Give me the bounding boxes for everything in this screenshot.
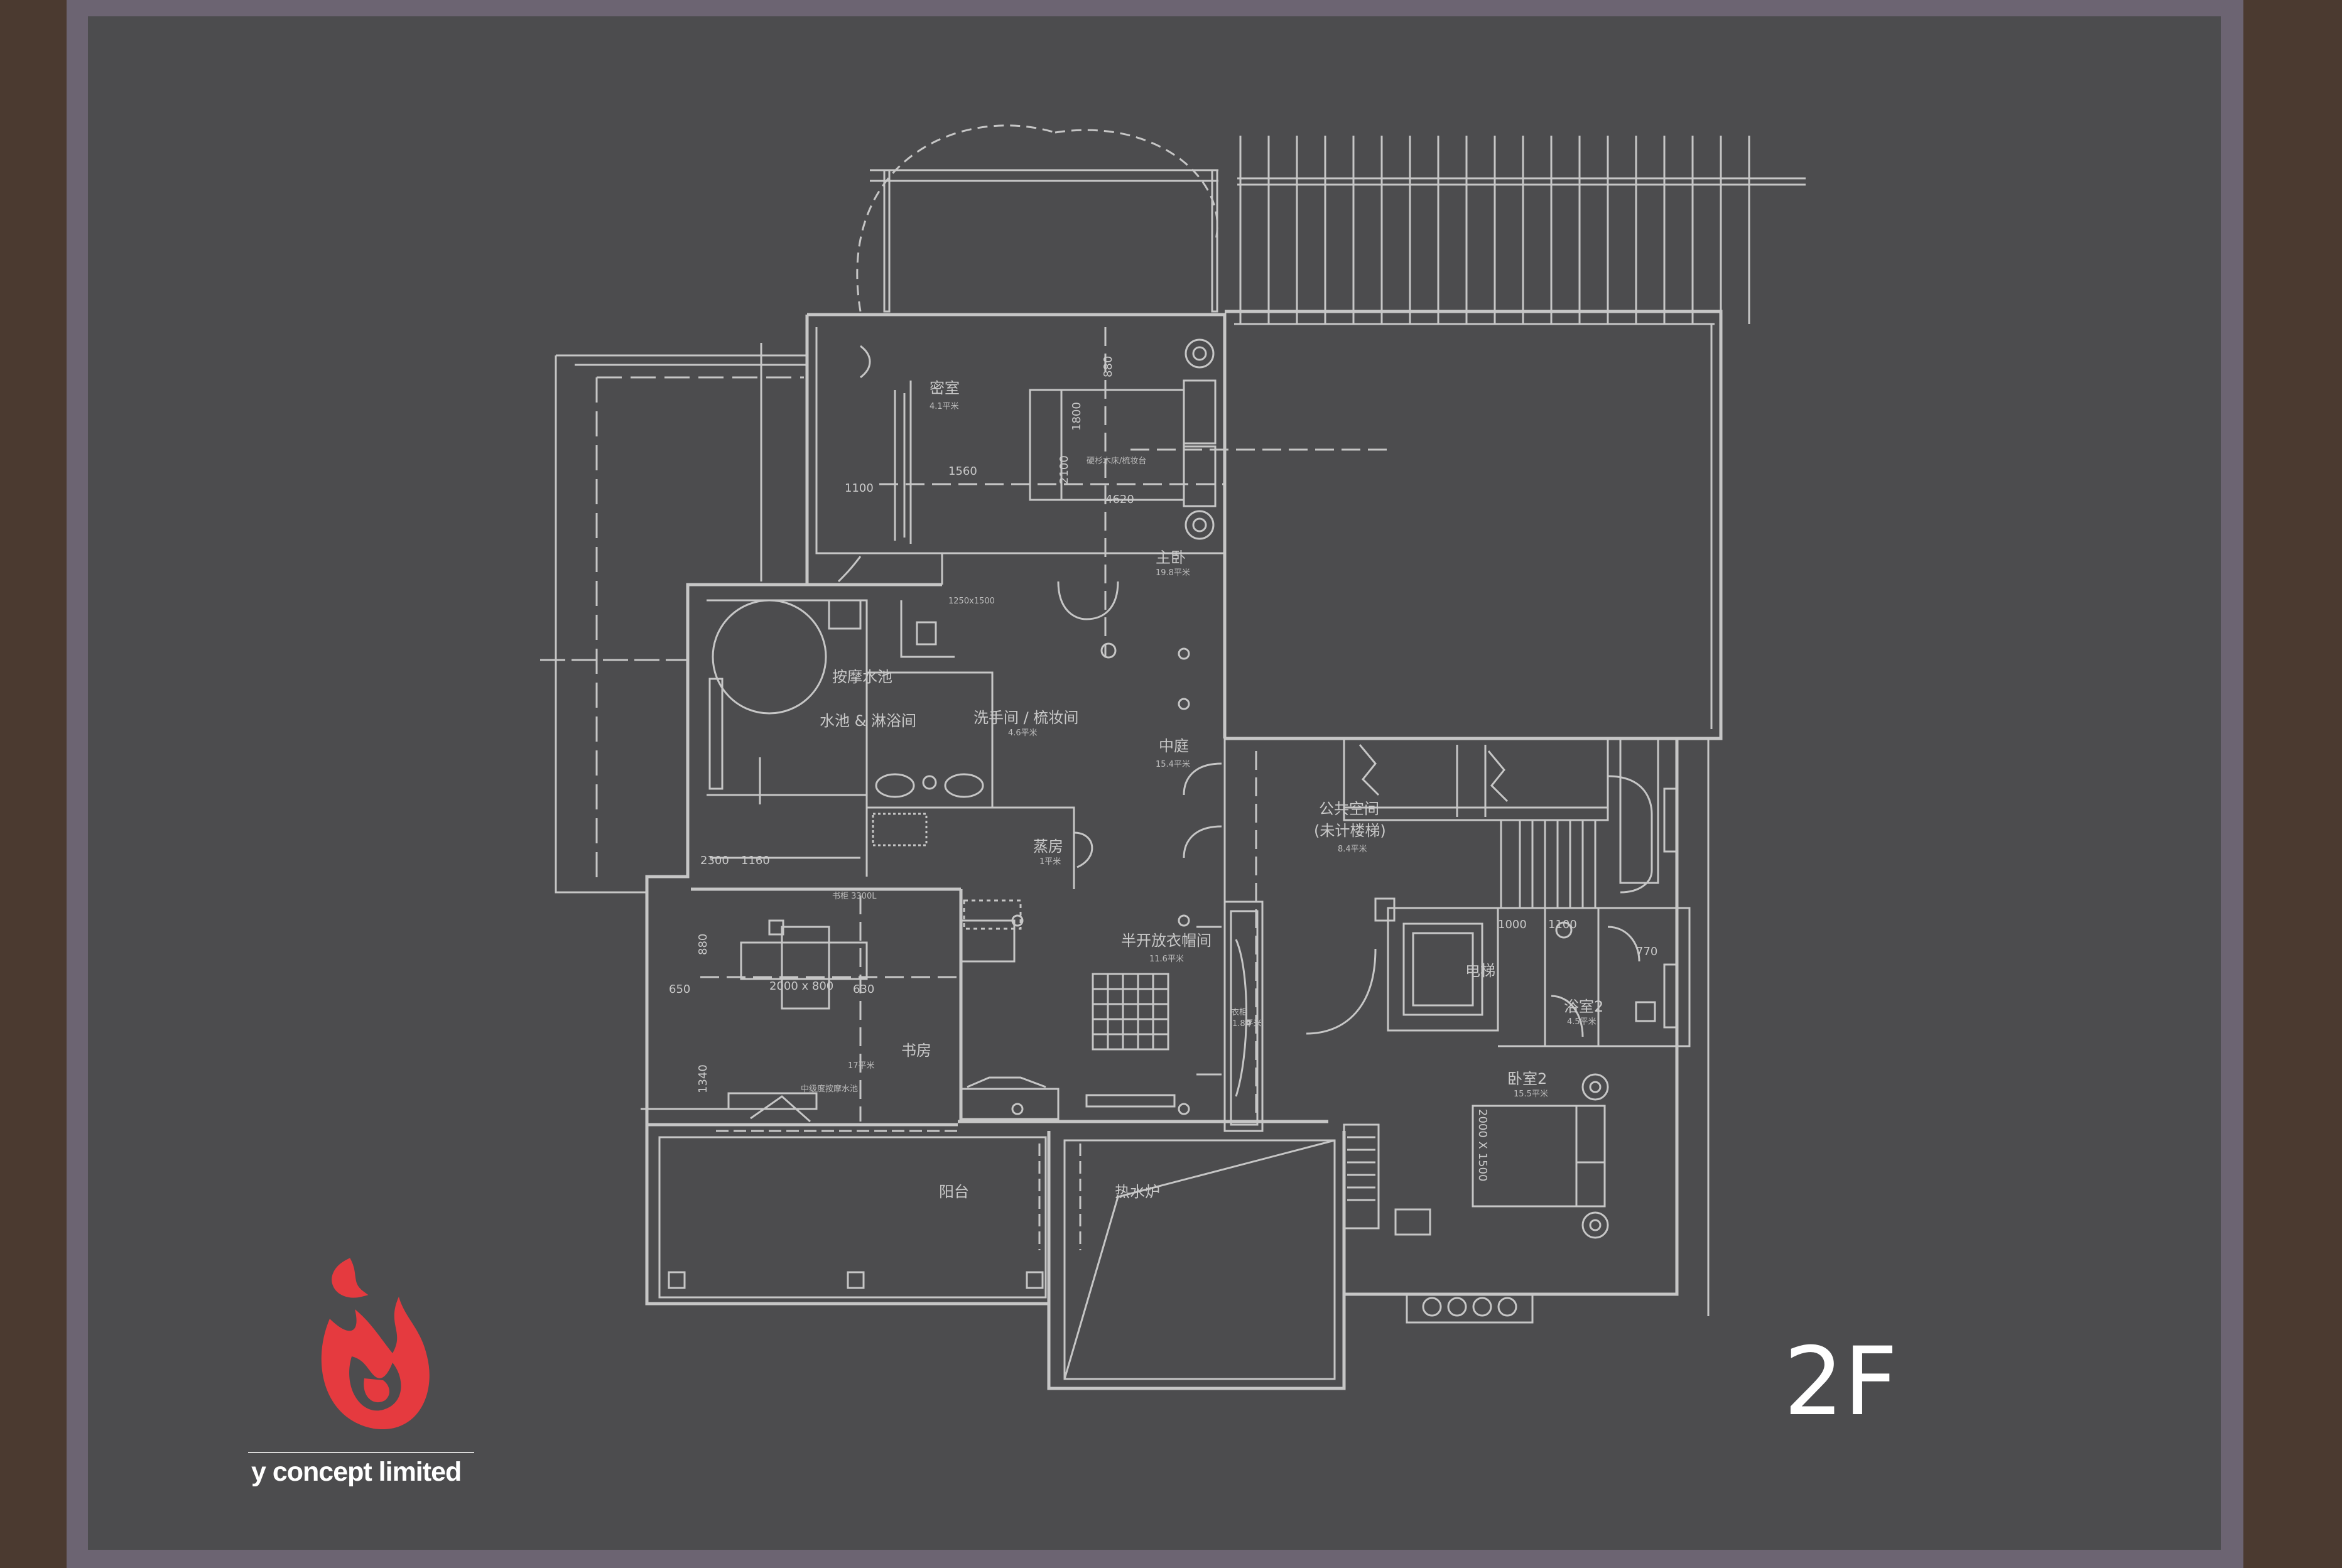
dim-1800: 1800	[1070, 402, 1083, 431]
label-storage-area: 4.1平米	[930, 402, 959, 411]
label-storage: 密室	[930, 379, 960, 397]
dim-2000x800: 2000 x 800	[769, 980, 833, 993]
dim-4620: 4620	[1105, 493, 1134, 506]
dim-2300: 2300	[700, 854, 729, 867]
dim-1560: 1560	[948, 465, 977, 478]
label-water-heater: 热水炉	[1115, 1183, 1160, 1201]
label-bath2-area: 4.5平米	[1567, 1017, 1597, 1027]
label-cloak-area: 11.6平米	[1149, 954, 1184, 964]
label-balcony: 阳台	[939, 1183, 969, 1201]
elevator-bath2	[1374, 897, 1691, 1047]
hall-doors	[1011, 581, 1377, 1122]
dim-1100: 1100	[845, 482, 874, 495]
dim-1160: 1160	[741, 854, 770, 867]
dim-1340: 1340	[697, 1064, 710, 1093]
label-public-area: 8.4平米	[1338, 845, 1367, 854]
dim-650: 650	[669, 983, 690, 996]
wardrobe	[1196, 900, 1264, 1132]
master-bed	[1029, 327, 1217, 657]
dim-1250: 1250x1500	[948, 597, 995, 606]
floor-label: 2F	[1784, 1327, 1898, 1437]
left-terrace	[540, 343, 807, 894]
room-labels: 密室 4.1平米 主卧 19.8平米 硬杉木床/梳妆台 按摩水池 水池 & 淋浴…	[801, 379, 1603, 1201]
dim-770: 770	[1636, 945, 1657, 958]
label-public: 公共空间	[1319, 800, 1379, 818]
lower-roof	[1038, 1123, 1380, 1380]
pergola	[1237, 136, 1806, 324]
bottom-balcony	[658, 1130, 1047, 1299]
dimension-labels: 1100 1560 4620 1800 2100 2000 x 800 650 …	[669, 356, 1657, 1182]
dim-2100: 2100	[1058, 455, 1071, 484]
dim-880b: 880	[1102, 356, 1115, 377]
label-master-note: 硬杉木床/梳妆台	[1087, 457, 1146, 466]
label-shower: 水池 & 淋浴间	[820, 712, 916, 730]
bedroom2	[1394, 1073, 1609, 1324]
dim-880: 880	[697, 934, 710, 955]
label-wardrobe: 衣柜	[1231, 1007, 1247, 1017]
top-balcony	[856, 124, 1218, 313]
company-name: y concept limited	[251, 1457, 462, 1487]
label-public-sub: (未计楼梯)	[1314, 822, 1386, 840]
label-middle-area: 15.4平米	[1156, 760, 1190, 769]
dim-1000: 1000	[1498, 918, 1527, 931]
label-wardrobe-area: 1.8平米	[1232, 1019, 1262, 1029]
right-wall-details	[1619, 737, 1710, 1316]
label-study-area: 17平米	[848, 1061, 875, 1071]
drawing-sheet: 密室 4.1平米 主卧 19.8平米 硬杉木床/梳妆台 按摩水池 水池 & 淋浴…	[88, 16, 2221, 1550]
label-steam-area: 1平米	[1039, 857, 1061, 867]
wash-room	[867, 600, 994, 846]
label-cloak: 半开放衣帽间	[1121, 932, 1212, 949]
label-study-pool: 中级度按摩水池	[801, 1084, 858, 1094]
company-logo: y concept limited	[160, 1250, 474, 1520]
label-master: 主卧	[1156, 549, 1186, 566]
label-elevator: 电梯	[1465, 962, 1495, 980]
label-jacuzzi: 按摩水池	[832, 668, 892, 686]
dim-1100b: 1100	[1548, 918, 1577, 931]
label-wash: 洗手间 / 梳妆间	[973, 709, 1078, 727]
label-middle: 中庭	[1159, 737, 1189, 755]
jacuzzi-room	[707, 599, 868, 877]
study-room	[641, 895, 961, 1123]
closet-room	[815, 327, 1394, 585]
label-steam: 蒸房	[1033, 838, 1063, 855]
cloakroom	[960, 919, 1176, 1120]
label-bath2: 浴室2	[1564, 998, 1603, 1015]
label-bookshelf: 书柜 3300L	[832, 892, 877, 901]
label-wash-area: 4.6平米	[1008, 728, 1038, 738]
staircase	[1343, 737, 1653, 908]
steam-room	[963, 806, 1093, 930]
floor-plan: 密室 4.1平米 主卧 19.8平米 硬杉木床/梳妆台 按摩水池 水池 & 淋浴…	[540, 124, 1806, 1390]
dim-2000x1500: 2000 X 1500	[1476, 1109, 1489, 1181]
dim-630: 630	[853, 983, 874, 996]
label-study: 书房	[901, 1042, 931, 1059]
label-bed2-area: 15.5平米	[1514, 1089, 1548, 1099]
label-master-area: 19.8平米	[1156, 568, 1190, 578]
red-flame-logo	[321, 1258, 430, 1430]
logo-divider	[248, 1452, 474, 1453]
label-bed2: 卧室2	[1507, 1070, 1547, 1088]
